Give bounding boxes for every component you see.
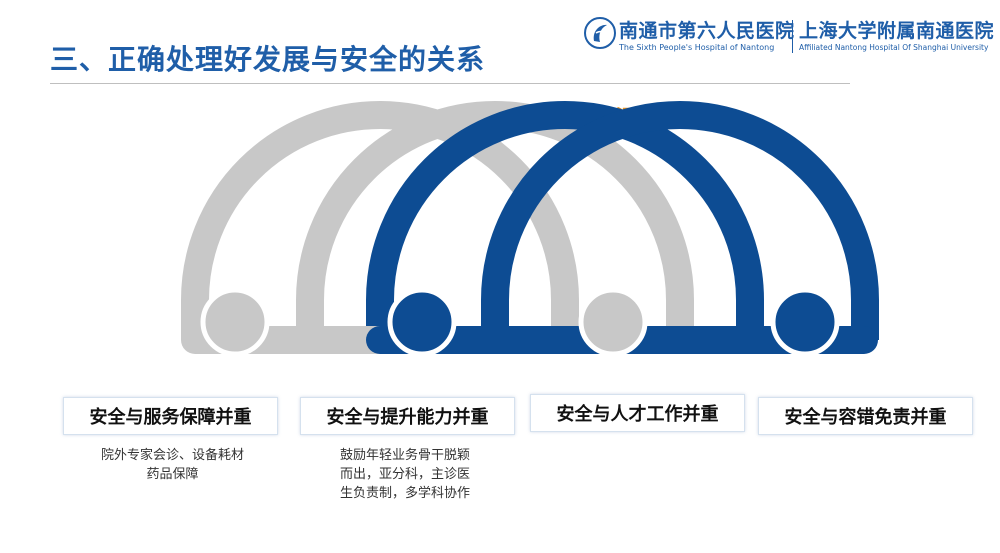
gray-knob-1 (200, 287, 270, 357)
title-divider (50, 83, 850, 84)
hospital-name-en: The Sixth People's Hospital of Nantong (619, 43, 775, 52)
blue-ring-1 (366, 101, 764, 340)
pillar-label-service: 安全与服务保障并重 (63, 397, 278, 435)
affiliation-name-en: Affiliated Nantong Hospital Of Shanghai … (799, 43, 989, 52)
pillar-description-capability: 鼓励年轻业务骨干脱颖 而出，亚分科，主诊医 生负责制，多学科协作 (340, 446, 490, 503)
description-line: 鼓励年轻业务骨干脱颖 (340, 448, 471, 463)
pillar-label-talent: 安全与人才工作并重 (530, 394, 745, 432)
logo-separator (792, 20, 793, 53)
hospital-emblem-icon (584, 17, 616, 49)
gray-knob-2 (578, 287, 648, 357)
pillar-label-fault-tolerance: 安全与容错免责并重 (758, 397, 973, 435)
description-line: 而出，亚分科，主诊医 (340, 467, 471, 482)
affiliation-name: 上海大学附属南通医院 (799, 20, 995, 42)
description-line: 药品保障 (146, 467, 199, 482)
page-title: 三、正确处理好发展与安全的关系 (50, 43, 486, 76)
blue-knob-1 (387, 287, 457, 357)
ring-knobs (200, 287, 840, 357)
gray-ring-1 (181, 101, 579, 340)
pillar-label-capability: 安全与提升能力并重 (300, 397, 515, 435)
blue-knob-2 (770, 287, 840, 357)
description-line: 院外专家会诊、设备耗材 (100, 448, 244, 463)
pillar-description-service: 院外专家会诊、设备耗材 药品保障 (85, 446, 260, 484)
hospital-name: 南通市第六人民医院 (619, 20, 795, 42)
hospital-logo: 南通市第六人民医院 The Sixth People's Hospital of… (583, 14, 994, 60)
blue-ring-2 (481, 101, 879, 340)
description-line: 生负责制，多学科协作 (340, 486, 471, 501)
